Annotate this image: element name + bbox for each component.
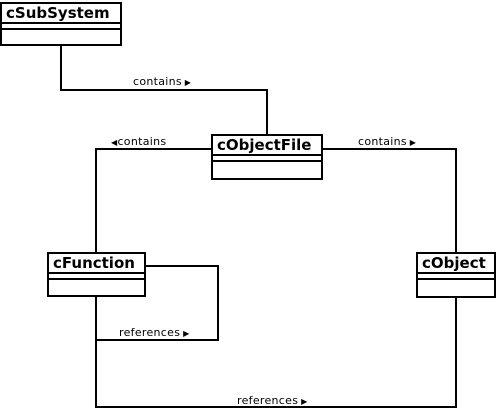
edge-objectfile-object — [322, 148, 457, 253]
class-cobject[interactable]: cObject — [416, 252, 496, 298]
edge-label-text: contains — [133, 75, 182, 88]
operations-compartment — [2, 28, 120, 34]
attributes-compartment — [418, 272, 494, 278]
edge-label-text: references — [237, 394, 299, 407]
edge-subsystem-objectfile — [60, 45, 268, 135]
attributes-compartment — [213, 154, 321, 160]
edge-label-text: contains — [117, 135, 167, 148]
class-cfunction[interactable]: cFunction — [47, 252, 146, 297]
edge-label-text: contains — [358, 135, 407, 148]
attributes-compartment — [49, 272, 144, 278]
label-function-references-object: references — [237, 395, 308, 408]
operations-compartment — [418, 278, 494, 284]
class-name: cFunction — [53, 254, 135, 272]
operations-compartment — [213, 160, 321, 166]
class-name: cSubSystem — [6, 4, 110, 22]
label-subsystem-contains: contains — [133, 76, 191, 89]
class-cobjectfile[interactable]: cObjectFile — [211, 134, 323, 180]
class-csubsystem[interactable]: cSubSystem — [0, 2, 122, 46]
edge-function-self — [95, 265, 219, 341]
edge-objectfile-function — [95, 148, 212, 253]
label-function-references-self: references — [119, 327, 190, 340]
label-objectfile-contains-object: contains — [358, 136, 416, 149]
label-objectfile-contains-function: contains — [111, 136, 166, 149]
operations-compartment — [49, 278, 144, 284]
edge-function-object — [95, 297, 457, 408]
edge-label-text: references — [119, 326, 181, 339]
class-name: cObjectFile — [217, 136, 312, 154]
attributes-compartment — [2, 22, 120, 28]
class-name: cObject — [422, 254, 486, 272]
